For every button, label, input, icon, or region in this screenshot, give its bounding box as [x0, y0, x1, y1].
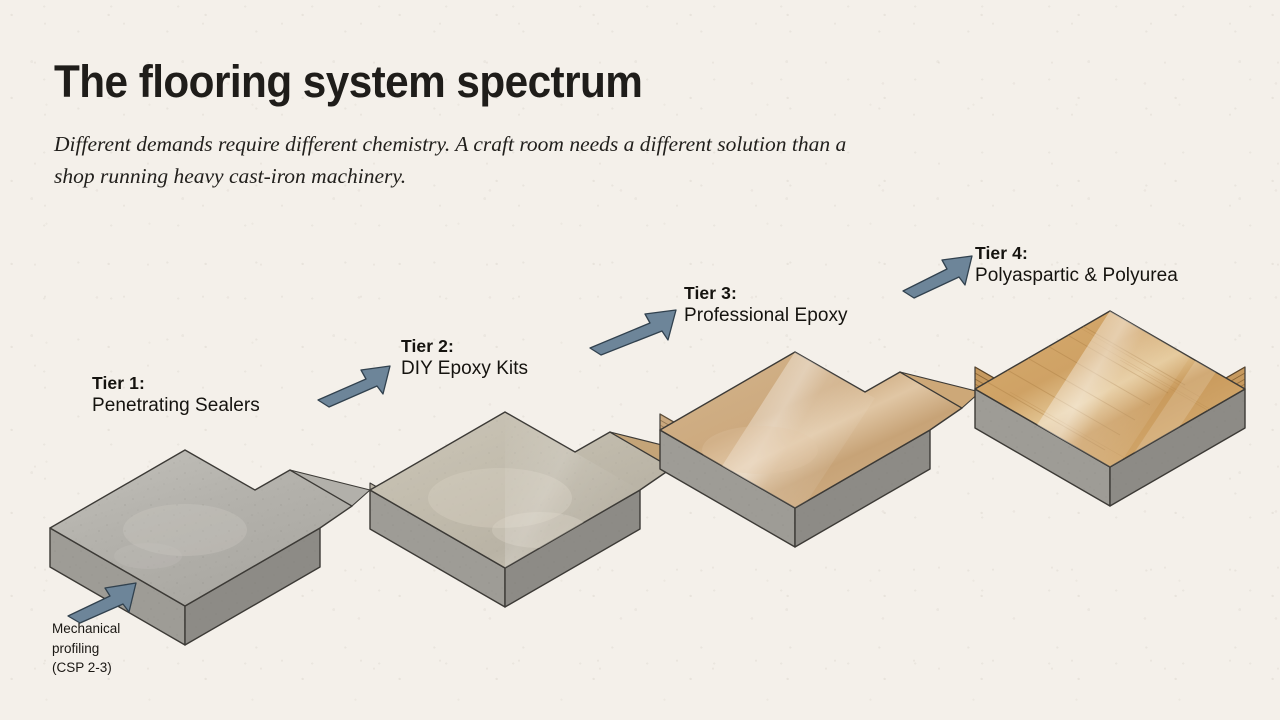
tier-label-4: Tier 4: Polyaspartic & Polyurea [975, 242, 1178, 289]
tier-4-name: Polyaspartic & Polyurea [975, 265, 1178, 287]
tier-label-3: Tier 3: Professional Epoxy [684, 282, 848, 329]
tier-1-kicker: Tier 1: [92, 373, 145, 393]
tier-3-kicker: Tier 3: [684, 283, 737, 303]
page-subtitle: Different demands require different chem… [54, 131, 847, 189]
tier-2-kicker: Tier 2: [401, 336, 454, 356]
page-title: The flooring system spectrum [54, 56, 643, 107]
progression-arrow-2 [589, 309, 677, 356]
headline-block: The flooring system spectrum Different d… [54, 58, 874, 193]
tier-4-slab [974, 310, 1246, 507]
progression-arrow-3 [902, 255, 973, 299]
tier-3-slab [659, 351, 981, 548]
tier-4-kicker: Tier 4: [975, 243, 1028, 263]
callout-mechanical-profiling: Mechanical profiling (CSP 2-3) [52, 621, 121, 676]
tier-3-name: Professional Epoxy [684, 305, 848, 327]
mechanical-profiling-arrow [67, 582, 137, 624]
tier-label-2: Tier 2: DIY Epoxy Kits [401, 335, 528, 382]
tier-2-slab [369, 411, 691, 608]
tier-1-name: Penetrating Sealers [92, 395, 260, 417]
tier-2-name: DIY Epoxy Kits [401, 358, 529, 380]
progression-arrow-1 [317, 365, 391, 408]
tier-label-1: Tier 1: Penetrating Sealers [92, 372, 260, 419]
